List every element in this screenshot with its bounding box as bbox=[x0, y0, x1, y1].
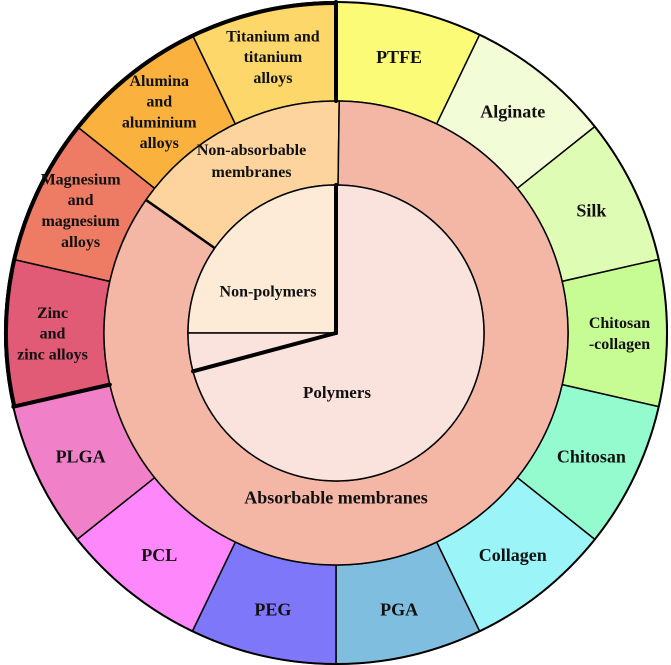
outer-segment-chitosan-collagen bbox=[561, 258, 668, 408]
outer-label-collagen: Collagen bbox=[479, 545, 547, 565]
outer-label-peg: PEG bbox=[254, 600, 291, 620]
segment-labels: PTFE AlginateSilkChitosan-collagenChitosa… bbox=[17, 28, 650, 619]
inner-label-polymers: Polymers bbox=[303, 383, 371, 402]
middle-label-absorbable-membranes: Absorbable membranes bbox=[244, 487, 428, 507]
outer-outline bbox=[4, 1, 668, 665]
inner-segment-non-polymers bbox=[187, 184, 337, 334]
outer-group-arc bbox=[4, 1, 337, 407]
outer-label-pcl: PCL bbox=[141, 545, 177, 565]
outer-label-ptfe: PTFE bbox=[376, 47, 422, 67]
outer-label-alginate: Alginate bbox=[480, 102, 545, 122]
outer-label-chitosan: Chitosan bbox=[557, 446, 626, 466]
outer-label-chitosan-collagen: Chitosan-collagen bbox=[589, 315, 650, 353]
middle-divider bbox=[145, 198, 216, 250]
group-dividers bbox=[4, 0, 668, 665]
inner-label-non-polymers: Non-polymers bbox=[220, 284, 317, 301]
inner-divider-left bbox=[191, 331, 338, 374]
outer-label-silk: Silk bbox=[576, 200, 606, 220]
outer-label-plga: PLGA bbox=[56, 446, 106, 466]
outer-group-divider-left bbox=[11, 382, 112, 409]
outer-label-pga: PGA bbox=[380, 600, 418, 620]
